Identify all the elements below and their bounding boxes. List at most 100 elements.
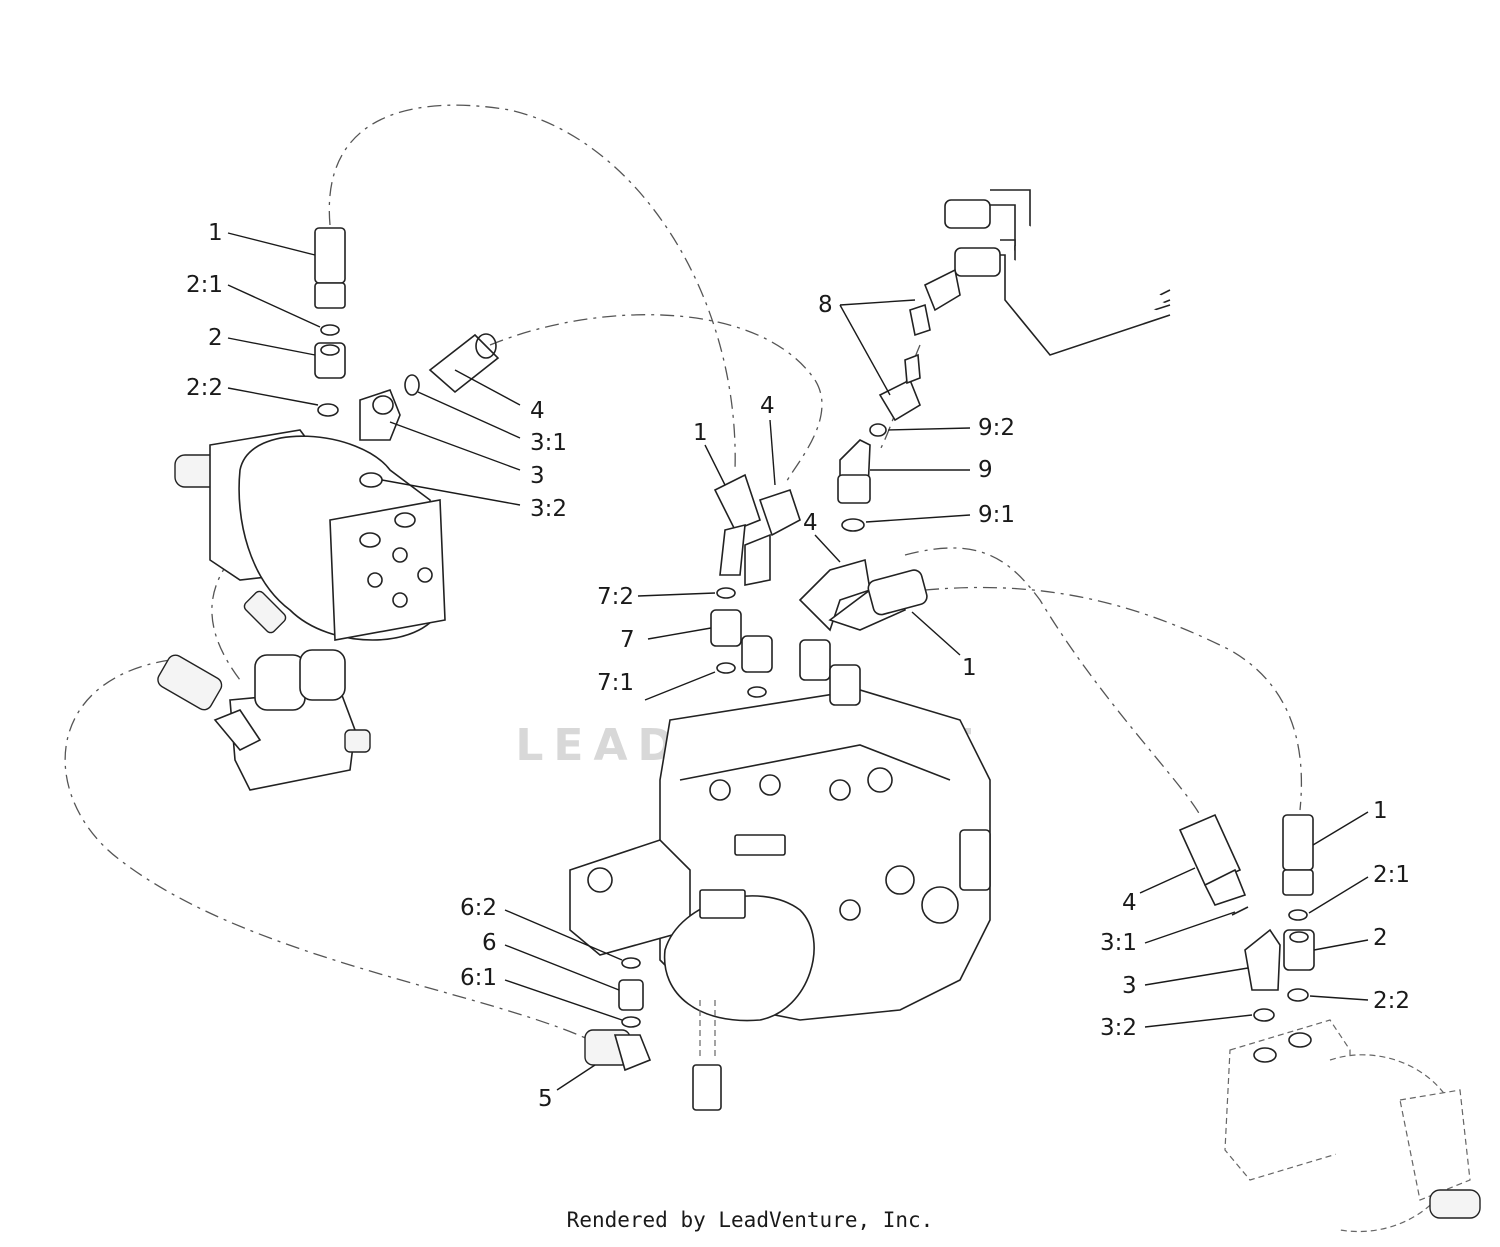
callout-right-3: 3 [1122,973,1137,999]
callout-bottom-6-1: 6:1 [460,965,497,991]
left-valve-solenoid-2 [299,649,346,701]
pipe-2b [1000,254,1171,356]
center-pump-port [587,867,613,893]
left-motor-port-block [329,499,446,641]
callout-right-1: 1 [1373,798,1388,824]
left-motor-bolt-1 [367,572,383,588]
left-adapter-2 [314,342,346,379]
center-oring-9-1 [841,518,865,532]
left-adapter-2-top [320,344,340,356]
hose-center-to-right-4 [904,547,1201,816]
left-oring-2-2 [317,403,339,417]
right-elbow-3 [1244,928,1281,991]
right-motor [1224,1019,1481,1232]
left-hose-nut-1 [314,282,346,309]
left-valve-port [344,729,371,753]
right-hose-nut-1 [1282,869,1314,896]
center-quick-coupler-8a [878,378,921,422]
bottom-fittings [584,957,652,1072]
right-oring-2-1 [1288,909,1308,921]
center-hose-end-4 [758,488,801,537]
left-hose-end-4-bore [475,333,497,359]
center-quick-coupler-8b [923,268,961,312]
pipe-assembly [944,189,1171,356]
callout-right-3-1: 3:1 [1100,930,1137,956]
left-motor-bolt-4 [392,547,408,563]
right-motor-flange [1399,1089,1471,1201]
center-valve-boss-3 [839,899,861,921]
callout-right-2-2: 2:2 [1373,988,1410,1014]
center-adapter-7b [741,635,773,673]
center-adapter-a [799,639,831,681]
center-fittings [710,268,961,706]
right-motor-shaft [1429,1189,1481,1219]
right-oring-3-2 [1253,1008,1275,1022]
callout-bottom-5: 5 [538,1086,553,1112]
callout-right-3-2: 3:2 [1100,1015,1137,1041]
center-valve-label-plate [734,834,786,856]
right-hose-nut-4 [1203,868,1247,906]
callout-center-8: 8 [818,292,833,318]
callout-left-4: 4 [530,398,545,424]
callout-left-2: 2 [208,325,223,351]
callout-right-2-1: 2:1 [1373,862,1410,888]
footer-credit: Rendered by LeadVenture, Inc. [566,1208,934,1232]
callout-left-1: 1 [208,220,223,246]
left-motor-port-b [394,512,416,528]
left-valve-solenoid-1 [254,654,306,711]
left-oring-3-1 [404,374,420,396]
pipe-fitting-1 [944,199,991,229]
callout-bottom-6-2: 6:2 [460,895,497,921]
left-elbow-3 [359,389,401,441]
right-adapter-2 [1283,929,1315,971]
callout-center-1b: 1 [962,655,977,681]
callout-labels: 1 2:1 2 2:2 4 3:1 3 3:2 8 1 4 9:2 9 9:1 … [186,220,1410,1112]
hose-motor-valve [211,559,241,681]
left-motor-port-a [359,532,381,548]
pipe-fitting-2 [954,247,1001,277]
callout-center-4b: 4 [803,510,818,536]
left-valve-elbow [213,709,262,751]
center-hose-end-1 [713,473,761,532]
center-valve-decal [699,889,746,919]
hose-center-to-right-1 [924,586,1303,811]
callout-left-2-2: 2:2 [186,375,223,401]
right-motor-port-b [1288,1032,1312,1048]
center-valve-port-4 [709,779,731,801]
center-valve-boss-2 [921,886,959,924]
left-hose-end-4 [428,333,500,394]
callout-right-2: 2 [1373,925,1388,951]
left-elbow-3-port [372,395,394,415]
center-oring-7-2 [716,587,736,599]
center-valve-bracket [959,829,991,891]
callout-left-3-2: 3:2 [530,496,567,522]
callout-center-9-2: 9:2 [978,415,1015,441]
center-hose-nut-4 [744,533,771,586]
left-motor-bolt-3 [417,567,433,583]
center-wire-harness [699,1000,716,1060]
left-hose-end-1 [314,227,346,284]
center-valve-port-3 [759,774,781,796]
callout-center-7-1: 7:1 [597,670,634,696]
center-oring-7-1 [716,662,736,674]
center-oring-9-2 [869,423,887,437]
center-valve-port-1 [867,767,893,793]
hose-left-to-center [489,314,823,486]
left-valve [157,590,371,791]
callout-center-7: 7 [620,627,635,653]
right-motor-port-a [1253,1047,1277,1063]
callout-center-9-1: 9:1 [978,502,1015,528]
right-oring-2-2 [1287,988,1309,1002]
center-valve-boss-1 [885,865,915,895]
callout-left-2-1: 2:1 [186,272,223,298]
callout-right-4: 4 [1122,890,1137,916]
hose-left-top [328,104,736,471]
callout-center-9: 9 [978,457,993,483]
left-motor-bolt-2 [392,592,408,608]
callout-center-7-2: 7:2 [597,584,634,610]
center-hose-tube-1 [719,523,746,576]
left-fittings [314,227,500,488]
center-hose-end-1b [867,569,928,616]
bottom-oring-6-2 [621,957,641,969]
